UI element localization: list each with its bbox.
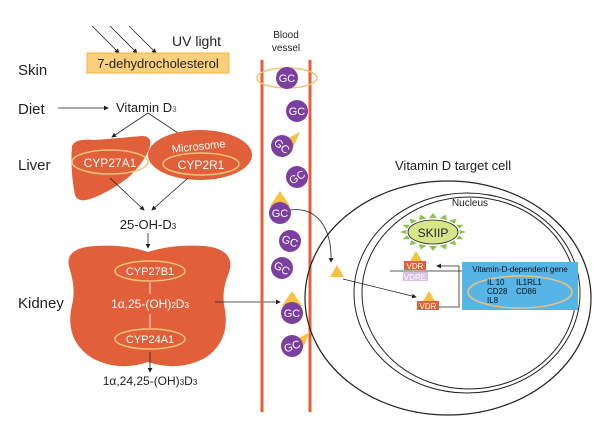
skiip-spike: [439, 243, 447, 250]
gene-il8: IL8: [487, 296, 499, 305]
label-skin: Skin: [18, 62, 47, 79]
skiip-spike: [456, 235, 464, 240]
skiip-label: SKIIP: [418, 226, 449, 240]
vdr-ligand-2: [423, 291, 435, 301]
skiip-spike: [402, 224, 410, 229]
vitamin-d-bound: [295, 332, 310, 350]
gene-il10: IL 10: [487, 278, 505, 287]
skiip-spike: [439, 214, 447, 221]
gc-protein: [286, 100, 308, 122]
skiip-spike: [409, 240, 417, 246]
skiip-spike: [459, 229, 466, 235]
gc-label: GC: [279, 73, 296, 85]
vdr-label-1: VDR: [407, 262, 424, 271]
gene-cd86: CD86: [516, 287, 537, 296]
skiip-spikes: [400, 213, 466, 251]
gc-label: GC: [289, 106, 306, 118]
blood-vessel-label-2: vessel: [272, 43, 300, 54]
cyp27b1-label: CYP27B1: [126, 266, 174, 278]
skiip-spike: [419, 243, 427, 250]
skiip-spike: [449, 218, 457, 224]
gc-protein: [271, 135, 293, 157]
skiip-spike: [428, 245, 438, 251]
vdr-ligand-1: [410, 251, 422, 261]
cyp27b1-ring: [114, 260, 186, 282]
gc-protein: [279, 230, 301, 252]
gene-ring: [467, 275, 573, 309]
microsome-label: Microsome: [171, 138, 226, 156]
vitamin-d-ligand: [330, 265, 344, 277]
skiip-spike: [409, 218, 417, 224]
precursor-box: [86, 52, 230, 74]
vdre-label: VDRE: [404, 273, 426, 282]
gene-il1rl1: IL1RL1: [516, 278, 542, 287]
skiip-spike: [428, 213, 438, 219]
vitamin-d-bound: [270, 191, 290, 206]
gc-label: GC: [280, 233, 300, 250]
ligand-entry-arrow: [342, 278, 417, 299]
cyp2r1-ring: [162, 152, 240, 176]
gc-protein: [271, 257, 293, 279]
vitamin-d3-label: Vitamin D3: [116, 100, 177, 115]
uv-rays: [91, 25, 157, 54]
gene-cd28: CD28: [487, 287, 508, 296]
gene-box-title: Vitamin-D-dependent gene: [472, 265, 568, 274]
skiip-spike: [419, 214, 427, 221]
nucleus-label: Nucleus: [452, 198, 488, 209]
uv-light-label: UV light: [172, 33, 221, 49]
vitamin-d-bound: [282, 291, 302, 306]
cyp27a1-ring: [71, 149, 149, 175]
cyp27a1-label: CYP27A1: [84, 156, 137, 170]
vdre-box: [403, 272, 428, 281]
precursor-label: 7-dehydrocholesterol: [97, 56, 219, 71]
vitamin-d3-arrows: [111, 112, 185, 138]
skiip-shape: [407, 219, 459, 245]
gc-protein: [269, 202, 291, 224]
cell-membrane: [304, 180, 592, 416]
cyp24a1-ring: [114, 328, 186, 350]
skiip-spike: [449, 240, 457, 246]
cyp2r1-label: CYP2R1: [178, 158, 225, 172]
cyp24a1-label: CYP24A1: [126, 334, 174, 346]
vdr-box-2: [417, 301, 439, 310]
gc-protein: [286, 166, 308, 188]
label-kidney: Kidney: [18, 295, 64, 312]
gc-protein: [281, 302, 303, 324]
target-cell-label: Vitamin D target cell: [395, 158, 511, 173]
vdr-label-2: VDR: [420, 302, 437, 311]
gc-label: GC: [283, 338, 303, 355]
vitamin-d-bound: [285, 132, 300, 150]
skiip-spike: [402, 235, 410, 240]
label-liver: Liver: [18, 157, 51, 174]
label-diet: Diet: [18, 101, 46, 118]
kidney-shape: [68, 245, 231, 367]
microsome-shape: [148, 130, 252, 180]
gc-protein: [281, 335, 303, 357]
skiip-spike: [456, 224, 464, 229]
skiip-spike: [400, 229, 407, 235]
gc-label: GC: [284, 308, 301, 320]
calcitriol-label: 1α,25-(OH)2D3: [111, 297, 189, 311]
inactive-metabolite-label: 1α,24,25-(OH)3D3: [103, 374, 198, 388]
blood-vessel-label-1: Blood: [273, 30, 299, 41]
vdr-binding-arrow: [436, 263, 460, 308]
gc-label: GC: [272, 208, 289, 220]
nuclear-envelope-outer: [353, 192, 581, 394]
calcidiol-label: 25-OH-D3: [120, 217, 177, 232]
vdr-box-1: [404, 261, 426, 270]
liver-arrows: [109, 177, 189, 211]
transport-arrow: [289, 209, 334, 263]
gc-protein: [276, 67, 298, 89]
